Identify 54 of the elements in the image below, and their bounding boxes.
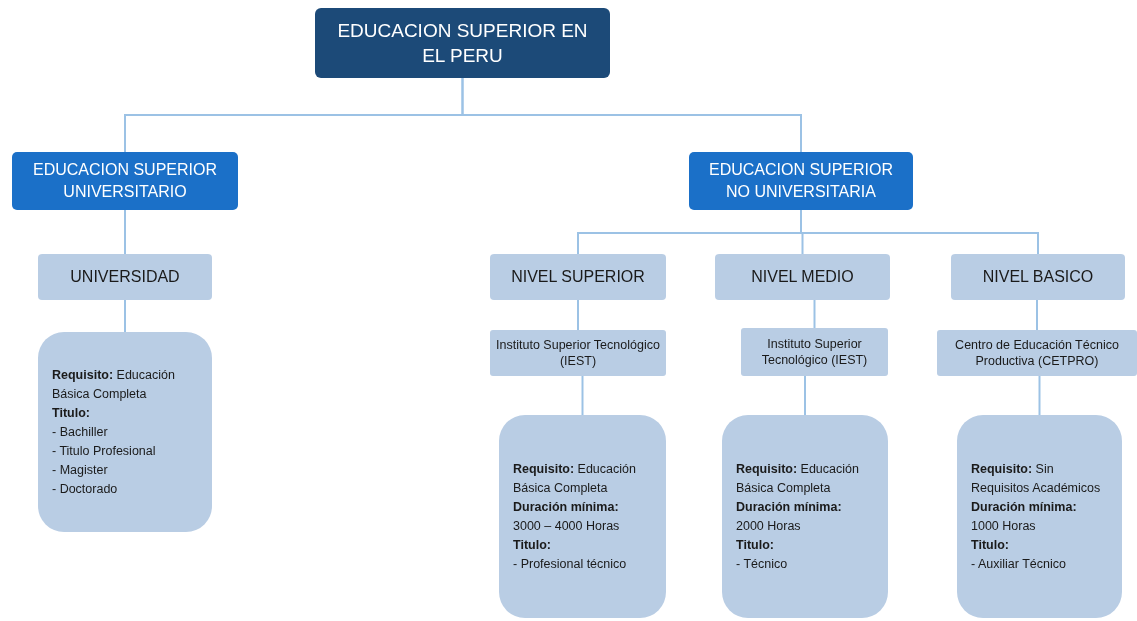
node-label: EDUCACION SUPERIOR UNIVERSITARIO [32,160,218,202]
info-text: - Doctorado [52,480,118,498]
node-label: Instituto Superior Tecnológico (IEST) [760,336,869,368]
info-text: - Titulo Profesional [52,442,156,460]
info-text: Titulo: [52,404,90,422]
info-text: 3000 – 4000 Horas [513,517,620,535]
info-text: Requisito: Sin Requisitos Académicos [971,460,1102,497]
info-text: 1000 Horas [971,517,1036,535]
institution-box [490,330,666,376]
connector-line [1038,375,1041,416]
info-text: Titulo: [736,536,774,554]
info-text: Titulo: [513,536,551,554]
info-text: Duración mínima: [513,498,619,516]
connector-line [461,77,802,153]
level-box [715,254,890,300]
institution-box [937,330,1137,376]
level-box [490,254,666,300]
title-box [315,8,610,78]
connector-line [813,299,816,329]
info-text: - Técnico [736,555,788,573]
node-label: Centro de Educación Técnico Productiva (CETPRO) [954,337,1120,369]
node-label: EDUCACION SUPERIOR EN EL PERU [336,19,589,68]
info-text: - Magister [52,461,108,479]
info-card [38,332,212,532]
node-label: NIVEL MEDIO [751,268,854,286]
connector-line [124,209,126,255]
info-text: Requisito: Educación Básica Completa [513,460,637,497]
info-text: Requisito: Educación Básica Completa [52,366,176,403]
institution-box [741,328,888,376]
info-card [499,415,666,618]
node-label: EDUCACION SUPERIOR NO UNIVERSITARIA [708,160,894,202]
info-text: Titulo: [971,536,1009,554]
info-card [722,415,888,618]
connector-line [804,375,806,416]
info-text: Duración mínima: [736,498,842,516]
category-box [12,152,238,210]
node-label: Instituto Superior Tecnológico (IEST) [495,337,661,369]
level-box [951,254,1125,300]
node-label: UNIVERSIDAD [70,268,180,286]
category-box [689,152,913,210]
info-text: - Bachiller [52,423,108,441]
info-text: Requisito: Educación Básica Completa [736,460,860,497]
connector-line [124,299,126,333]
info-text: 2000 Horas [736,517,801,535]
connector-line [581,375,584,416]
node-label: NIVEL BASICO [982,268,1094,286]
info-text: - Profesional técnico [513,555,627,573]
level-box [38,254,212,300]
connector-line [1036,299,1038,331]
node-label: NIVEL SUPERIOR [511,268,645,286]
info-text: - Auxiliar Técnico [971,555,1066,573]
connector-line [577,299,579,331]
info-text: Duración mínima: [971,498,1077,516]
info-card [957,415,1122,618]
